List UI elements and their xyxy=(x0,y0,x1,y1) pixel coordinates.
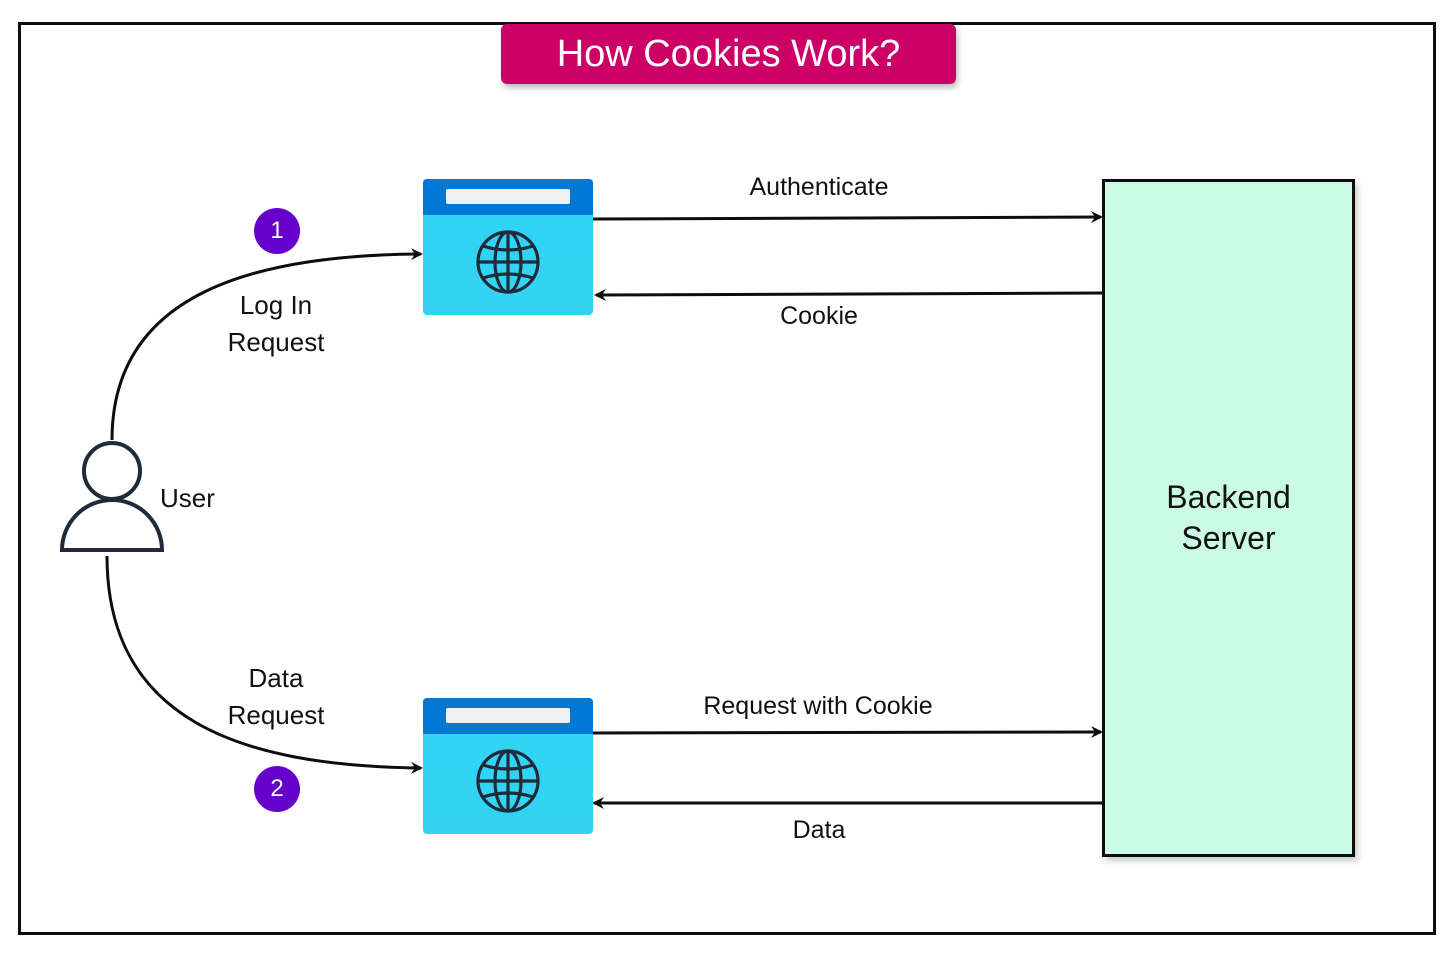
user-label: User xyxy=(160,483,215,513)
login-request-label: Log In Request xyxy=(206,287,346,361)
step-badge-1: 1 xyxy=(254,208,300,254)
data-label: Data xyxy=(792,816,846,844)
server-label-line2: Server xyxy=(1181,520,1276,556)
browser-window-data xyxy=(423,698,593,834)
data-request-line2: Request xyxy=(227,700,325,730)
data-request-connector xyxy=(105,555,423,774)
cookie-arrow xyxy=(594,288,1103,301)
backend-server-label: Backend Server xyxy=(1166,477,1291,559)
login-request-line1: Log In xyxy=(239,290,313,320)
globe-icon xyxy=(476,230,540,294)
request-with-cookie-label: Request with Cookie xyxy=(703,692,933,720)
diagram-title-text: How Cookies Work? xyxy=(556,32,901,75)
browser-window-login xyxy=(423,179,593,315)
request-with-cookie-arrow xyxy=(592,726,1103,739)
globe-icon xyxy=(476,749,540,813)
data-request-line1: Data xyxy=(248,663,304,693)
backend-server-box: Backend Server xyxy=(1102,179,1355,857)
server-label-line1: Backend xyxy=(1166,479,1291,515)
diagram-title: How Cookies Work? xyxy=(501,24,956,84)
step-badge-2: 2 xyxy=(254,766,300,812)
authenticate-arrow xyxy=(592,211,1103,224)
step-number-2: 2 xyxy=(270,775,284,802)
step-number-1: 1 xyxy=(270,217,284,244)
authenticate-label: Authenticate xyxy=(749,173,889,201)
browser-address-bar xyxy=(446,708,570,723)
login-request-line2: Request xyxy=(227,327,325,357)
user-icon xyxy=(59,441,165,552)
browser-address-bar xyxy=(446,189,570,204)
data-request-label: Data Request xyxy=(206,660,346,734)
cookie-label: Cookie xyxy=(780,302,858,330)
login-request-connector xyxy=(110,248,423,441)
